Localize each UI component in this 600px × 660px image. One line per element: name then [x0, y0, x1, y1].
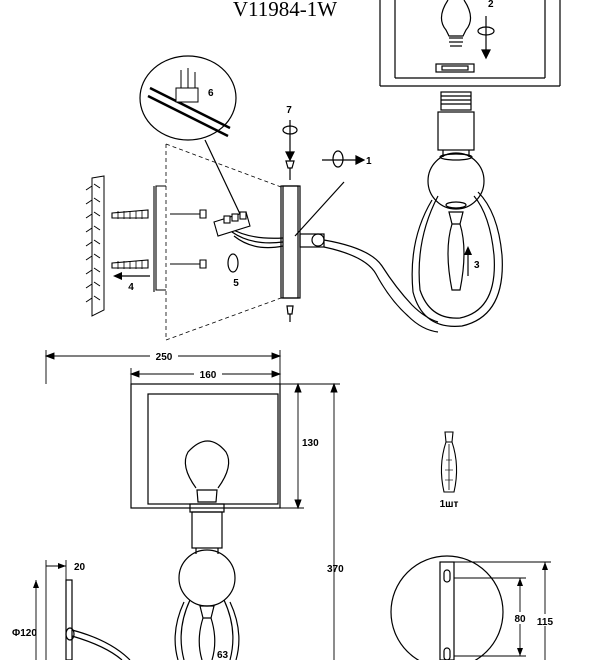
- step-2-label: 2: [488, 0, 494, 10]
- shade-exploded: [379, 0, 561, 87]
- plate-view: [390, 555, 551, 660]
- step-3-arrow: [464, 246, 472, 276]
- bulb-detail: [440, 431, 458, 493]
- dim-80-label: 80: [514, 614, 526, 625]
- dim-130: [280, 382, 304, 510]
- step-4-arrow: [113, 272, 150, 280]
- step-3-label: 3: [474, 260, 480, 271]
- step-7-label: 7: [286, 105, 292, 116]
- dim-370-label: 370: [327, 564, 344, 575]
- model-number: V11984-1W: [233, 0, 337, 21]
- step-6-label: 6: [208, 88, 214, 99]
- wall-texture: [85, 175, 105, 317]
- dim-370: [280, 382, 340, 660]
- bulb-quantity-label: 1шт: [440, 499, 459, 510]
- bracket-and-anchors: [111, 185, 207, 292]
- dim-diameter-label: Φ120: [12, 628, 37, 639]
- dim-63-label: 63: [217, 650, 229, 660]
- arm-exploded: [323, 91, 503, 333]
- front-view: [130, 383, 281, 660]
- step-4-label: 4: [128, 282, 134, 293]
- dim-20-label: 20: [74, 562, 86, 573]
- dim-160-label: 160: [200, 370, 217, 381]
- step-1-label: 1: [366, 156, 372, 167]
- dim-130-label: 130: [302, 438, 319, 449]
- projection-lines: [165, 143, 282, 341]
- dim-115-label: 115: [537, 617, 554, 628]
- anchor-ribs: [117, 211, 143, 269]
- terminal-block: [213, 211, 251, 237]
- dim-250-label: 250: [156, 352, 173, 363]
- detail-bubble: [139, 55, 237, 141]
- side-view: [33, 560, 131, 660]
- step-5-label: 5: [233, 278, 239, 289]
